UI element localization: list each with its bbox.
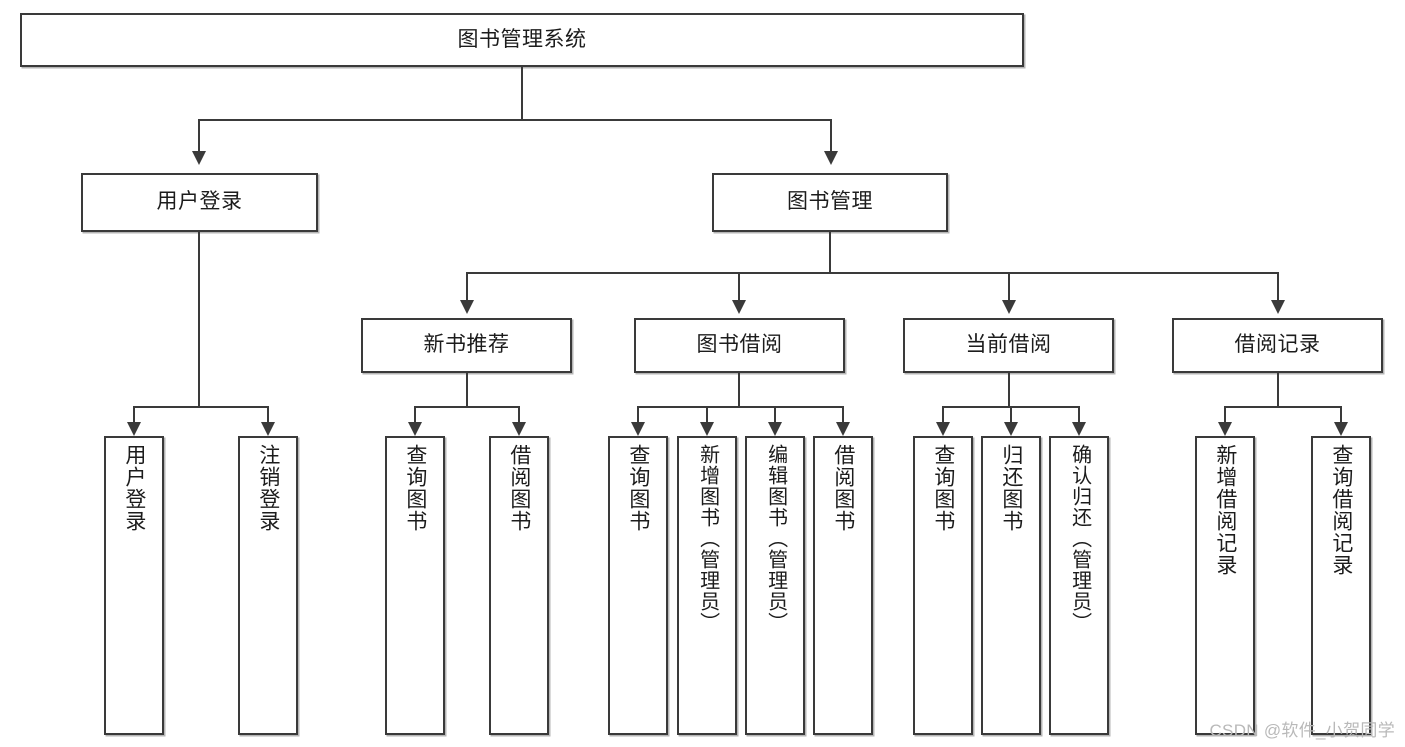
leaf-book-borrow-edit[interactable]: 编辑图书（管理员）	[745, 436, 805, 735]
arrow-book-borrow-leaf-2	[700, 422, 714, 436]
node-label: 新增图书（管理员）	[696, 444, 719, 633]
leaf-book-borrow-borrow[interactable]: 借阅图书	[813, 436, 873, 735]
node-label: 查询图书	[931, 444, 955, 532]
node-label: 新书推荐	[423, 333, 510, 357]
node-label: 查询图书	[626, 444, 650, 532]
node-label: 新增借阅记录	[1213, 444, 1237, 576]
node-label: 注销登录	[256, 444, 280, 532]
connector-book-borrow-leaf-1	[637, 406, 639, 422]
arrow-to-book-manage	[824, 151, 838, 165]
arrow-book-borrow-leaf-1	[631, 422, 645, 436]
arrow-current-borrow-leaf-3	[1072, 422, 1086, 436]
node-book-management[interactable]: 图书管理	[712, 173, 948, 232]
connector-book-manage-stem	[829, 232, 831, 272]
connector-current-borrow-leaf-2	[1010, 406, 1012, 422]
connector-new-book-bar	[414, 406, 519, 408]
connector-to-user-login	[198, 119, 200, 151]
node-label: 图书借阅	[696, 333, 783, 357]
arrow-to-borrow-record	[1271, 300, 1285, 314]
connector-to-borrow-record	[1277, 272, 1279, 300]
leaf-new-book-query[interactable]: 查询图书	[385, 436, 445, 735]
connector-user-login-leaf-1	[133, 406, 135, 422]
connector-borrow-record-leaf-1	[1224, 406, 1226, 422]
leaf-borrow-record-query[interactable]: 查询借阅记录	[1311, 436, 1371, 735]
connector-book-borrow-bar	[637, 406, 843, 408]
node-label: 当前借阅	[965, 333, 1052, 357]
connector-current-borrow-leaf-3	[1078, 406, 1080, 422]
arrow-borrow-record-leaf-2	[1334, 422, 1348, 436]
leaf-new-book-borrow[interactable]: 借阅图书	[489, 436, 549, 735]
arrow-book-borrow-leaf-4	[836, 422, 850, 436]
connector-current-borrow-leaf-1	[942, 406, 944, 422]
connector-to-book-borrow	[738, 272, 740, 300]
node-label: 查询借阅记录	[1329, 444, 1353, 576]
arrow-new-book-leaf-1	[408, 422, 422, 436]
node-label: 借阅图书	[831, 444, 855, 532]
connector-new-book-stem	[466, 373, 468, 406]
connector-book-borrow-leaf-4	[842, 406, 844, 422]
leaf-user-login-login[interactable]: 用户登录	[104, 436, 164, 735]
connector-to-new-book	[466, 272, 468, 300]
node-label: 确认归还（管理员）	[1068, 444, 1091, 633]
connector-to-current-borrow	[1008, 272, 1010, 300]
arrow-borrow-record-leaf-1	[1218, 422, 1232, 436]
leaf-user-login-logout[interactable]: 注销登录	[238, 436, 298, 735]
arrow-current-borrow-leaf-2	[1004, 422, 1018, 436]
connector-user-login-leaf-2	[267, 406, 269, 422]
node-label: 借阅记录	[1234, 333, 1321, 357]
node-book-borrow[interactable]: 图书借阅	[634, 318, 845, 373]
connector-root-stem	[521, 67, 523, 119]
node-label: 用户登录	[156, 190, 243, 214]
node-user-login[interactable]: 用户登录	[81, 173, 318, 232]
arrow-to-current-borrow	[1002, 300, 1016, 314]
node-label: 归还图书	[999, 444, 1023, 532]
csdn-watermark: CSDN @软件_小贺同学	[1209, 721, 1395, 740]
arrow-to-user-login	[192, 151, 206, 165]
node-label: 借阅图书	[507, 444, 531, 532]
node-borrow-record[interactable]: 借阅记录	[1172, 318, 1383, 373]
connector-borrow-record-bar	[1224, 406, 1341, 408]
node-label: 用户登录	[122, 444, 146, 532]
leaf-borrow-record-add[interactable]: 新增借阅记录	[1195, 436, 1255, 735]
node-label: 编辑图书（管理员）	[764, 444, 787, 633]
leaf-book-borrow-query[interactable]: 查询图书	[608, 436, 668, 735]
connector-user-login-bar	[133, 406, 268, 408]
arrow-current-borrow-leaf-1	[936, 422, 950, 436]
connector-level3-bar	[466, 272, 1278, 274]
connector-to-book-manage	[830, 119, 832, 151]
connector-borrow-record-stem	[1277, 373, 1279, 406]
leaf-current-borrow-confirm-return[interactable]: 确认归还（管理员）	[1049, 436, 1109, 735]
arrow-new-book-leaf-2	[512, 422, 526, 436]
connector-current-borrow-stem	[1008, 373, 1010, 406]
connector-level2-bar	[198, 119, 832, 121]
connector-new-book-leaf-2	[518, 406, 520, 422]
connector-book-borrow-stem	[738, 373, 740, 406]
connector-borrow-record-leaf-2	[1340, 406, 1342, 422]
node-label: 图书管理系统	[457, 27, 587, 51]
arrow-user-login-leaf-2	[261, 422, 275, 436]
connector-book-borrow-leaf-3	[774, 406, 776, 422]
arrow-to-book-borrow	[732, 300, 746, 314]
leaf-book-borrow-add[interactable]: 新增图书（管理员）	[677, 436, 737, 735]
node-root-system[interactable]: 图书管理系统	[20, 13, 1024, 67]
leaf-current-borrow-return[interactable]: 归还图书	[981, 436, 1041, 735]
node-label: 图书管理	[787, 190, 873, 214]
node-label: 查询图书	[403, 444, 427, 532]
leaf-current-borrow-query[interactable]: 查询图书	[913, 436, 973, 735]
connector-user-login-stem	[198, 232, 200, 406]
arrow-user-login-leaf-1	[127, 422, 141, 436]
connector-new-book-leaf-1	[414, 406, 416, 422]
arrow-book-borrow-leaf-3	[768, 422, 782, 436]
connector-book-borrow-leaf-2	[706, 406, 708, 422]
node-new-book-recommend[interactable]: 新书推荐	[361, 318, 572, 373]
arrow-to-new-book	[460, 300, 474, 314]
node-current-borrow[interactable]: 当前借阅	[903, 318, 1114, 373]
